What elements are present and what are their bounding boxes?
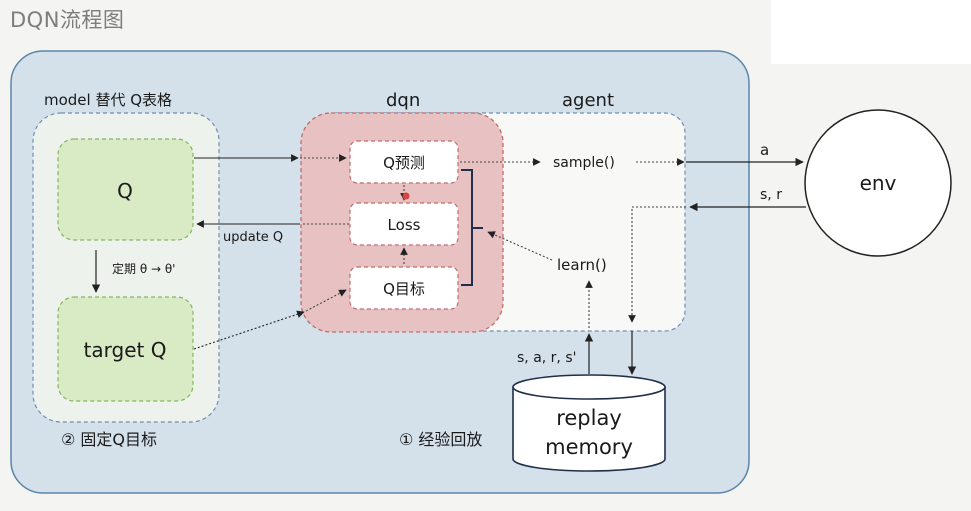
model-region-label: model 替代 Q表格 [44,91,172,109]
slide-title: DQN流程图 [10,8,125,32]
state-to-memory-dotted [628,206,686,323]
experience-replay-note: ① 经验回放 [399,430,482,449]
sample-label: sample() [553,155,615,171]
action-label: a [760,141,769,159]
white-corner-block [771,0,971,64]
agent-region-label: agent [562,90,614,111]
loss-box [349,202,459,246]
fixed-target-note: ② 固定Q目标 [61,430,157,449]
q-target-label: Q目标 [383,280,425,298]
dqn-edge-to-qtarget-arrow [305,289,347,312]
replay-label-line1: replay [556,406,622,430]
state-reward-label: s, r [760,187,782,203]
learn-label: learn() [557,256,607,274]
q-network-label: Q [117,179,133,203]
update-q-label: update Q [223,230,283,245]
env-label: env [860,171,897,195]
q-target-box [349,266,459,310]
replay-label-line2: memory [545,435,633,459]
replay-memory-cylinder [512,387,666,472]
transition-label: s, a, r, s' [517,350,576,366]
sync-note: 定期 θ → θ' [112,261,175,276]
target-network-node [57,296,194,402]
loss-label: Loss [388,216,421,234]
target-network-label: target Q [84,338,167,362]
q-predict-label: Q预测 [383,154,425,172]
replay-memory-top [512,374,666,400]
dqn-bracket [461,169,483,286]
q-network-node [57,138,194,241]
env-node [804,109,952,257]
q-predict-box [349,140,459,184]
target-to-qtarget-arrow [193,310,305,350]
red-dot-marker [402,192,410,200]
dqn-region-label: dqn [386,90,420,111]
